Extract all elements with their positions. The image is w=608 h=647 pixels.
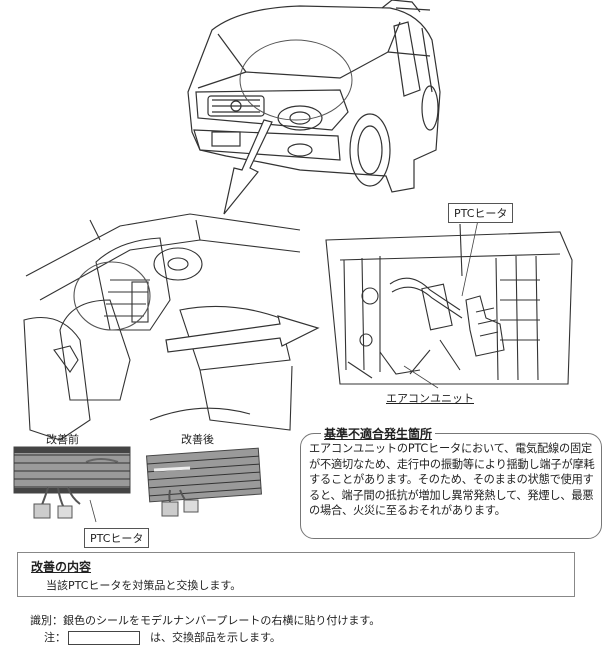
after-label: 改善後 (181, 433, 214, 446)
ptc-heater-before (13, 446, 131, 519)
before-label: 改善前 (46, 433, 79, 446)
ptc-heater-label-top: PTCヒータ (448, 203, 514, 223)
defect-location-box: 基準不適合発生箇所 エアコンユニットのPTCヒータにおいて、電気配線の固定が不適… (300, 425, 602, 539)
improvement-box: 改善の内容 当該PTCヒータを対策品と交換します。 (17, 552, 575, 597)
arrow-right (165, 315, 320, 353)
defect-title: 基準不適合発生箇所 (321, 425, 436, 442)
aircon-unit-drawing (325, 223, 573, 385)
note-prefix: 注： (44, 631, 66, 644)
ptc-heater-label-bottom: PTCヒータ (84, 528, 150, 548)
replacement-part-legend-box (68, 631, 140, 645)
suv-drawing (187, 0, 441, 193)
leader-lines (403, 219, 479, 389)
defect-description: エアコンユニットのPTCヒータにおいて、電気配線の固定が不適切なため、走行中の振… (309, 442, 595, 518)
ptc-heater-after (145, 447, 263, 517)
improvement-description: 当該PTCヒータを対策品と交換します。 (46, 579, 242, 592)
arrow-down (223, 119, 273, 215)
note-line: 注： は、交換部品を示します。 (44, 629, 281, 645)
improvement-title: 改善の内容 (31, 560, 92, 574)
identification-text: 識別：銀色のシールをモデルナンバープレートの右横に貼り付けます。 (30, 614, 381, 627)
note-suffix: は、交換部品を示します。 (150, 631, 281, 644)
aircon-unit-label: エアコンユニット (386, 392, 474, 405)
